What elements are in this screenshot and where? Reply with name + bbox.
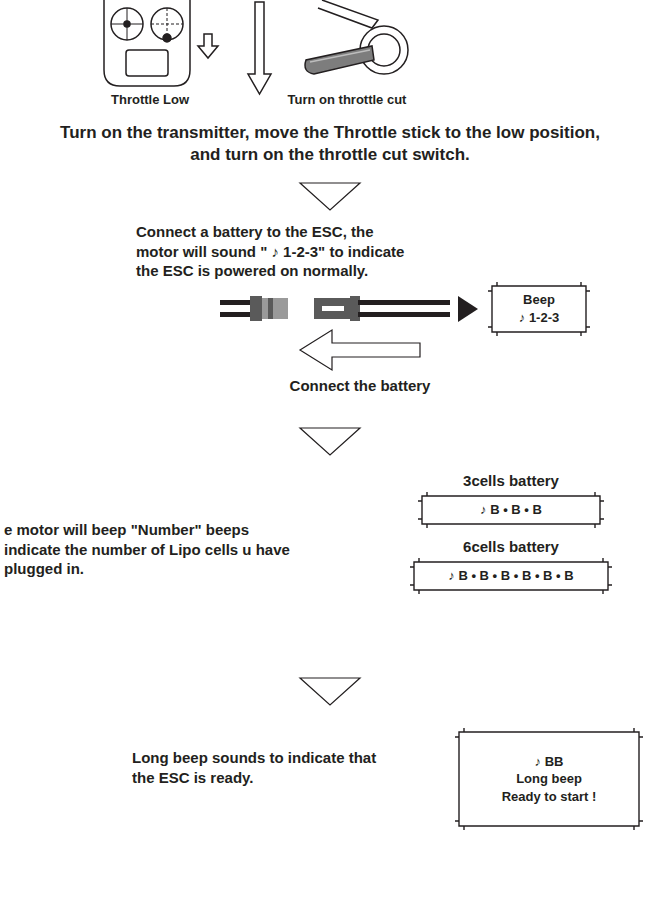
step-text: e motor will beep "Number" beeps indicat… bbox=[4, 520, 304, 579]
beep-text: ♪ 1-2-3 bbox=[519, 309, 559, 327]
step-chevron bbox=[300, 183, 360, 210]
step-text: Turn on the transmitter, move the Thrott… bbox=[60, 122, 600, 166]
label-wrap: Throttle Low bbox=[88, 92, 212, 109]
bracket-frame: Beep♪ 1-2-3 bbox=[488, 282, 590, 336]
transmitter-icon bbox=[104, 0, 190, 86]
box-heading: 6cells battery bbox=[463, 538, 559, 555]
frame-path bbox=[488, 282, 590, 336]
box-heading: 3cells battery bbox=[463, 472, 559, 489]
label-wrap: Turn on throttle cut bbox=[262, 92, 432, 109]
step-text: Turn on throttle cut bbox=[262, 92, 432, 109]
step-text: Connect the battery bbox=[270, 376, 450, 396]
pointer-triangle bbox=[458, 296, 478, 322]
left-arrow bbox=[300, 330, 420, 370]
label-wrap: Connect a battery to the ESC, the motor … bbox=[136, 222, 416, 281]
battery-connector bbox=[220, 296, 450, 321]
frame-path bbox=[410, 558, 612, 594]
down-arrow bbox=[248, 2, 271, 94]
label-wrap: Connect the battery bbox=[270, 376, 450, 396]
beep-box: 3cells battery ♪ B • B • B bbox=[418, 472, 604, 528]
step-chevron bbox=[300, 678, 360, 705]
step-chevron bbox=[300, 428, 360, 455]
label-wrap: Long beep sounds to indicate that the ES… bbox=[132, 748, 402, 787]
frame-path bbox=[455, 728, 643, 830]
beep-text: Beep bbox=[523, 291, 555, 309]
frame-outline bbox=[488, 282, 590, 336]
label-wrap: Turn on the transmitter, move the Thrott… bbox=[60, 122, 600, 166]
bracket-frame: ♪ BBLong beepReady to start ! bbox=[455, 728, 643, 830]
label-wrap: e motor will beep "Number" beeps indicat… bbox=[4, 520, 304, 579]
bracket-frame: ♪ B • B • B • B • B • B bbox=[410, 558, 612, 594]
beep-text: ♪ B • B • B • B • B • B bbox=[448, 567, 573, 585]
step-text: Throttle Low bbox=[88, 92, 212, 109]
beep-text: Ready to start ! bbox=[502, 788, 597, 806]
frame-path bbox=[418, 492, 604, 528]
throttle-cut-switch bbox=[305, 0, 408, 74]
beep-text: ♪ B • B • B bbox=[480, 501, 542, 519]
beep-box: Beep♪ 1-2-3 bbox=[488, 282, 590, 336]
beep-box: ♪ BBLong beepReady to start ! bbox=[455, 728, 643, 830]
beep-text: ♪ BB bbox=[535, 753, 564, 771]
beep-box: 6cells battery ♪ B • B • B • B • B • B bbox=[410, 538, 612, 594]
beep-text: Long beep bbox=[516, 770, 582, 788]
step-text: Long beep sounds to indicate that the ES… bbox=[132, 748, 402, 787]
bracket-frame: ♪ B • B • B bbox=[418, 492, 604, 528]
down-arrow bbox=[198, 34, 218, 58]
step-text: Connect a battery to the ESC, the motor … bbox=[136, 222, 416, 281]
